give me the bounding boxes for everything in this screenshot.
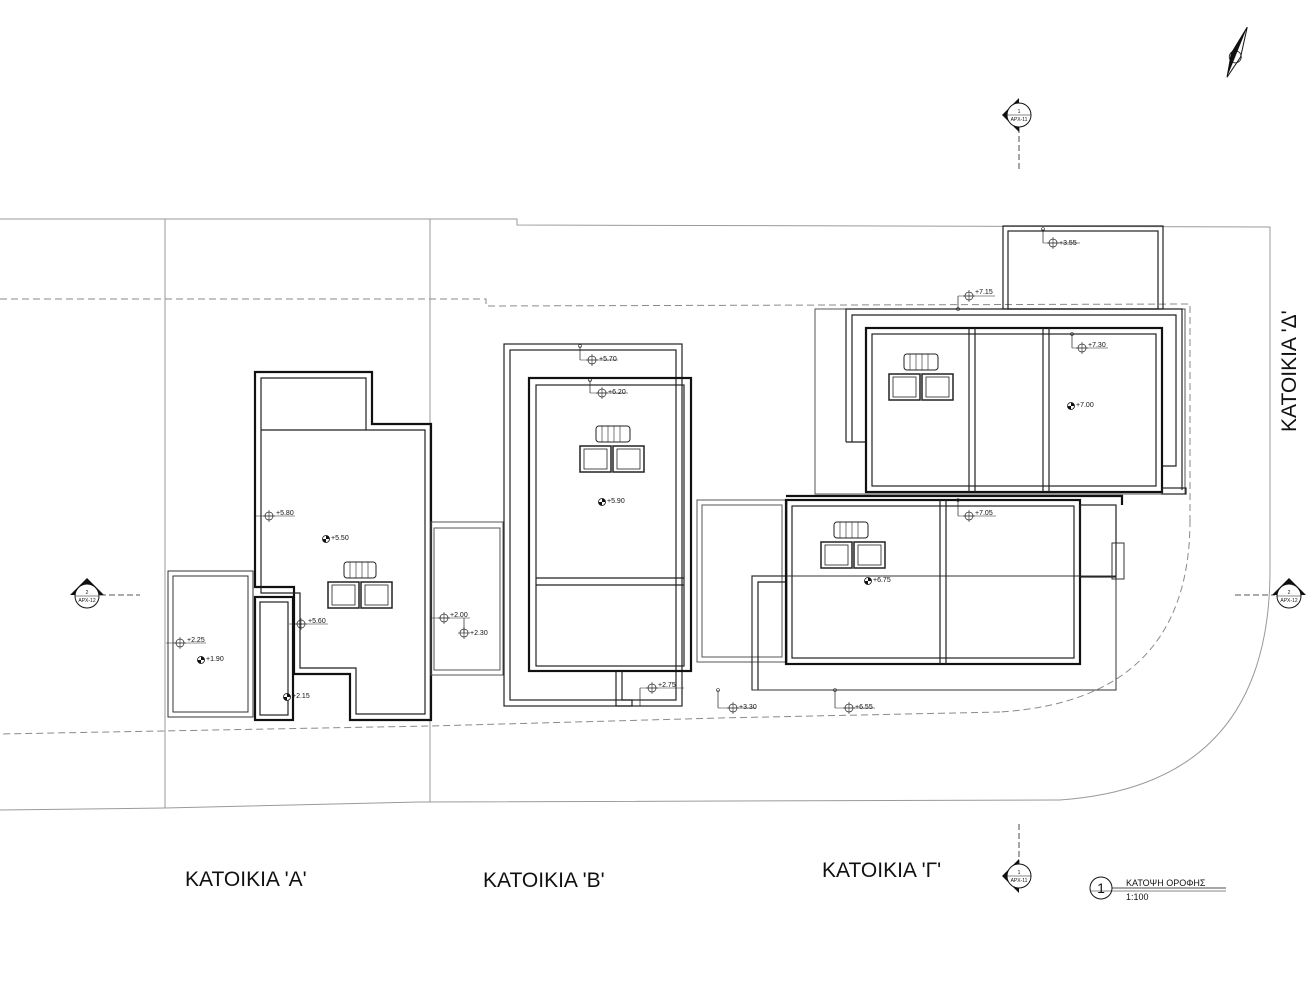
level-marker: +2.25 bbox=[166, 637, 206, 649]
solar-heater-d bbox=[888, 353, 954, 401]
level-text: +2.00 bbox=[450, 612, 468, 619]
level-marker: +5.60 bbox=[289, 618, 328, 630]
level-text: +7.15 bbox=[975, 289, 993, 296]
house-g-label: ΚΑΤΟΙΚΙΑ 'Γ' bbox=[822, 859, 941, 882]
section-sheet: ΑΡΧ-12 bbox=[1280, 598, 1297, 604]
level-marker: +3.55 bbox=[1041, 227, 1080, 249]
level-text: +1.90 bbox=[206, 656, 224, 663]
level-text: +7.00 bbox=[1076, 402, 1094, 409]
solar-heater-b bbox=[579, 425, 645, 473]
level-marker: +7.30 bbox=[1070, 332, 1108, 354]
drawing-number: 1 bbox=[1097, 880, 1105, 896]
level-text: +3.55 bbox=[1059, 240, 1077, 247]
section-number: 1 bbox=[1018, 109, 1021, 115]
drawing-title: 1 ΚΑΤΟΨΗ ΟΡΟΦΗΣ 1:100 bbox=[1089, 876, 1226, 902]
drawing-scale: 1:100 bbox=[1126, 892, 1149, 902]
section-sheet: ΑΡΧ-12 bbox=[78, 598, 95, 604]
spot-level: +2.15 bbox=[283, 693, 310, 701]
spot-level: +5.50 bbox=[322, 535, 349, 543]
level-marker: +7.05 bbox=[956, 498, 996, 522]
level-text: +2.25 bbox=[187, 637, 205, 644]
level-text: +3.30 bbox=[739, 704, 757, 711]
section-marker-left: 2 ΑΡΧ-12 bbox=[70, 578, 140, 609]
level-text: +5.70 bbox=[599, 356, 617, 363]
house-g-roof bbox=[696, 494, 1125, 691]
level-text: +7.30 bbox=[1088, 342, 1106, 349]
spot-level: +5.90 bbox=[598, 498, 625, 506]
level-text: +6.75 bbox=[873, 577, 891, 584]
section-marker-bottom: 1 ΑΡΧ-11 bbox=[1002, 824, 1032, 893]
section-number: 2 bbox=[86, 590, 89, 596]
spot-level: +7.00 bbox=[1067, 402, 1094, 410]
section-sheet: ΑΡΧ-11 bbox=[1011, 117, 1028, 123]
level-text: +6.20 bbox=[608, 389, 626, 396]
house-d-roof bbox=[814, 225, 1187, 495]
section-marker-top: 1 ΑΡΧ-11 bbox=[1002, 98, 1032, 170]
level-marker: +6.20 bbox=[588, 378, 628, 399]
solar-heater-g bbox=[820, 521, 886, 569]
drawing-title-text: ΚΑΤΟΨΗ ΟΡΟΦΗΣ bbox=[1126, 878, 1206, 888]
section-number: 2 bbox=[1288, 590, 1291, 596]
level-marker: +6.55 bbox=[833, 688, 875, 714]
section-marker-right: 2 ΑΡΧ-12 bbox=[1235, 578, 1306, 609]
level-marker: +2.30 bbox=[458, 618, 488, 639]
level-text: +2.15 bbox=[292, 693, 310, 700]
level-text: +5.50 bbox=[331, 535, 349, 542]
spot-levels: +7.00 +5.90 +5.50 +1.90 +2.15 +6.75 bbox=[197, 402, 1094, 701]
level-marker: +5.80 bbox=[255, 510, 295, 522]
solar-heater-a bbox=[327, 561, 393, 609]
spot-level: +1.90 bbox=[197, 656, 224, 664]
level-text: +5.60 bbox=[308, 618, 326, 625]
house-b-label: ΚΑΤΟΙΚΙΑ 'Β' bbox=[483, 869, 605, 892]
level-text: +6.55 bbox=[855, 704, 873, 711]
level-text: +5.90 bbox=[607, 498, 625, 505]
house-a-label: ΚΑΤΟΙΚΙΑ 'Α' bbox=[185, 868, 307, 891]
section-number: 1 bbox=[1018, 870, 1021, 876]
property-line bbox=[0, 298, 1191, 735]
level-marker: +2.75 bbox=[639, 682, 684, 706]
level-text: +5.80 bbox=[276, 510, 294, 517]
house-b-roof bbox=[430, 343, 693, 707]
level-markers: +3.55 +7.15 +7.30 +5.70 +6.20 bbox=[166, 227, 1108, 714]
spot-level: +6.75 bbox=[864, 577, 891, 585]
house-d-label: ΚΑΤΟΙΚΙΑ 'Δ' bbox=[1278, 310, 1301, 432]
level-text: +2.30 bbox=[470, 630, 488, 637]
level-marker: +2.00 bbox=[430, 612, 470, 624]
house-a-roof bbox=[167, 370, 433, 722]
level-marker: +7.15 bbox=[956, 289, 995, 311]
level-marker: +3.30 bbox=[716, 688, 757, 714]
section-sheet: ΑΡΧ-11 bbox=[1011, 878, 1028, 884]
level-text: +7.05 bbox=[975, 510, 993, 517]
level-marker: +5.70 bbox=[578, 344, 618, 366]
north-arrow-icon bbox=[1226, 26, 1248, 78]
level-text: +2.75 bbox=[658, 682, 676, 689]
